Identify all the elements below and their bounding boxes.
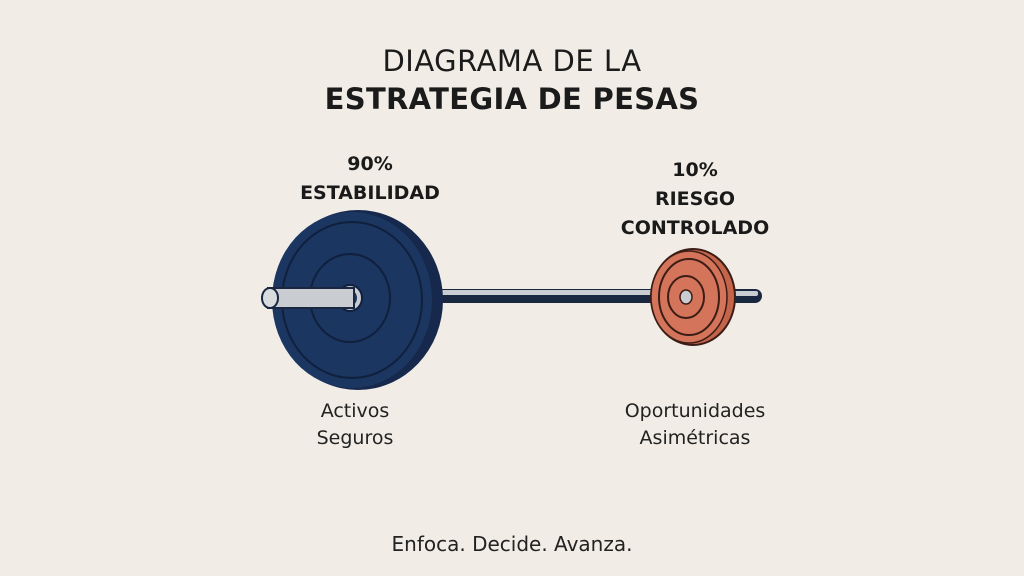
title-line-1: DIAGRAMA DE LA xyxy=(382,44,642,78)
tagline: Enfoca. Decide. Avanza. xyxy=(391,532,633,556)
left-weight-percent: 90% xyxy=(347,153,393,175)
left-bar-sleeve xyxy=(261,287,355,309)
orange-weight-plate xyxy=(650,248,736,346)
diagram-title: DIAGRAMA DE LA ESTRATEGIA DE PESAS xyxy=(0,42,1024,118)
right-description-line-2: Asimétricas xyxy=(639,427,751,449)
left-weight-heading: 90% ESTABILIDAD xyxy=(260,150,480,208)
right-description-line-1: Oportunidades xyxy=(624,400,766,422)
right-weight-label-line-1: RIESGO xyxy=(654,188,736,210)
left-weight-label: ESTABILIDAD xyxy=(300,182,440,204)
left-description-line-2: Seguros xyxy=(316,427,394,449)
right-weight-percent: 10% xyxy=(672,159,718,181)
right-weight-description: Oportunidades Asimétricas xyxy=(585,398,805,452)
title-line-2: ESTRATEGIA DE PESAS xyxy=(324,82,700,116)
left-weight-description: Activos Seguros xyxy=(250,398,460,452)
left-description-line-1: Activos xyxy=(320,400,390,422)
right-weight-label-line-2: CONTROLADO xyxy=(620,217,770,239)
right-weight-heading: 10% RIESGO CONTROLADO xyxy=(590,156,800,243)
